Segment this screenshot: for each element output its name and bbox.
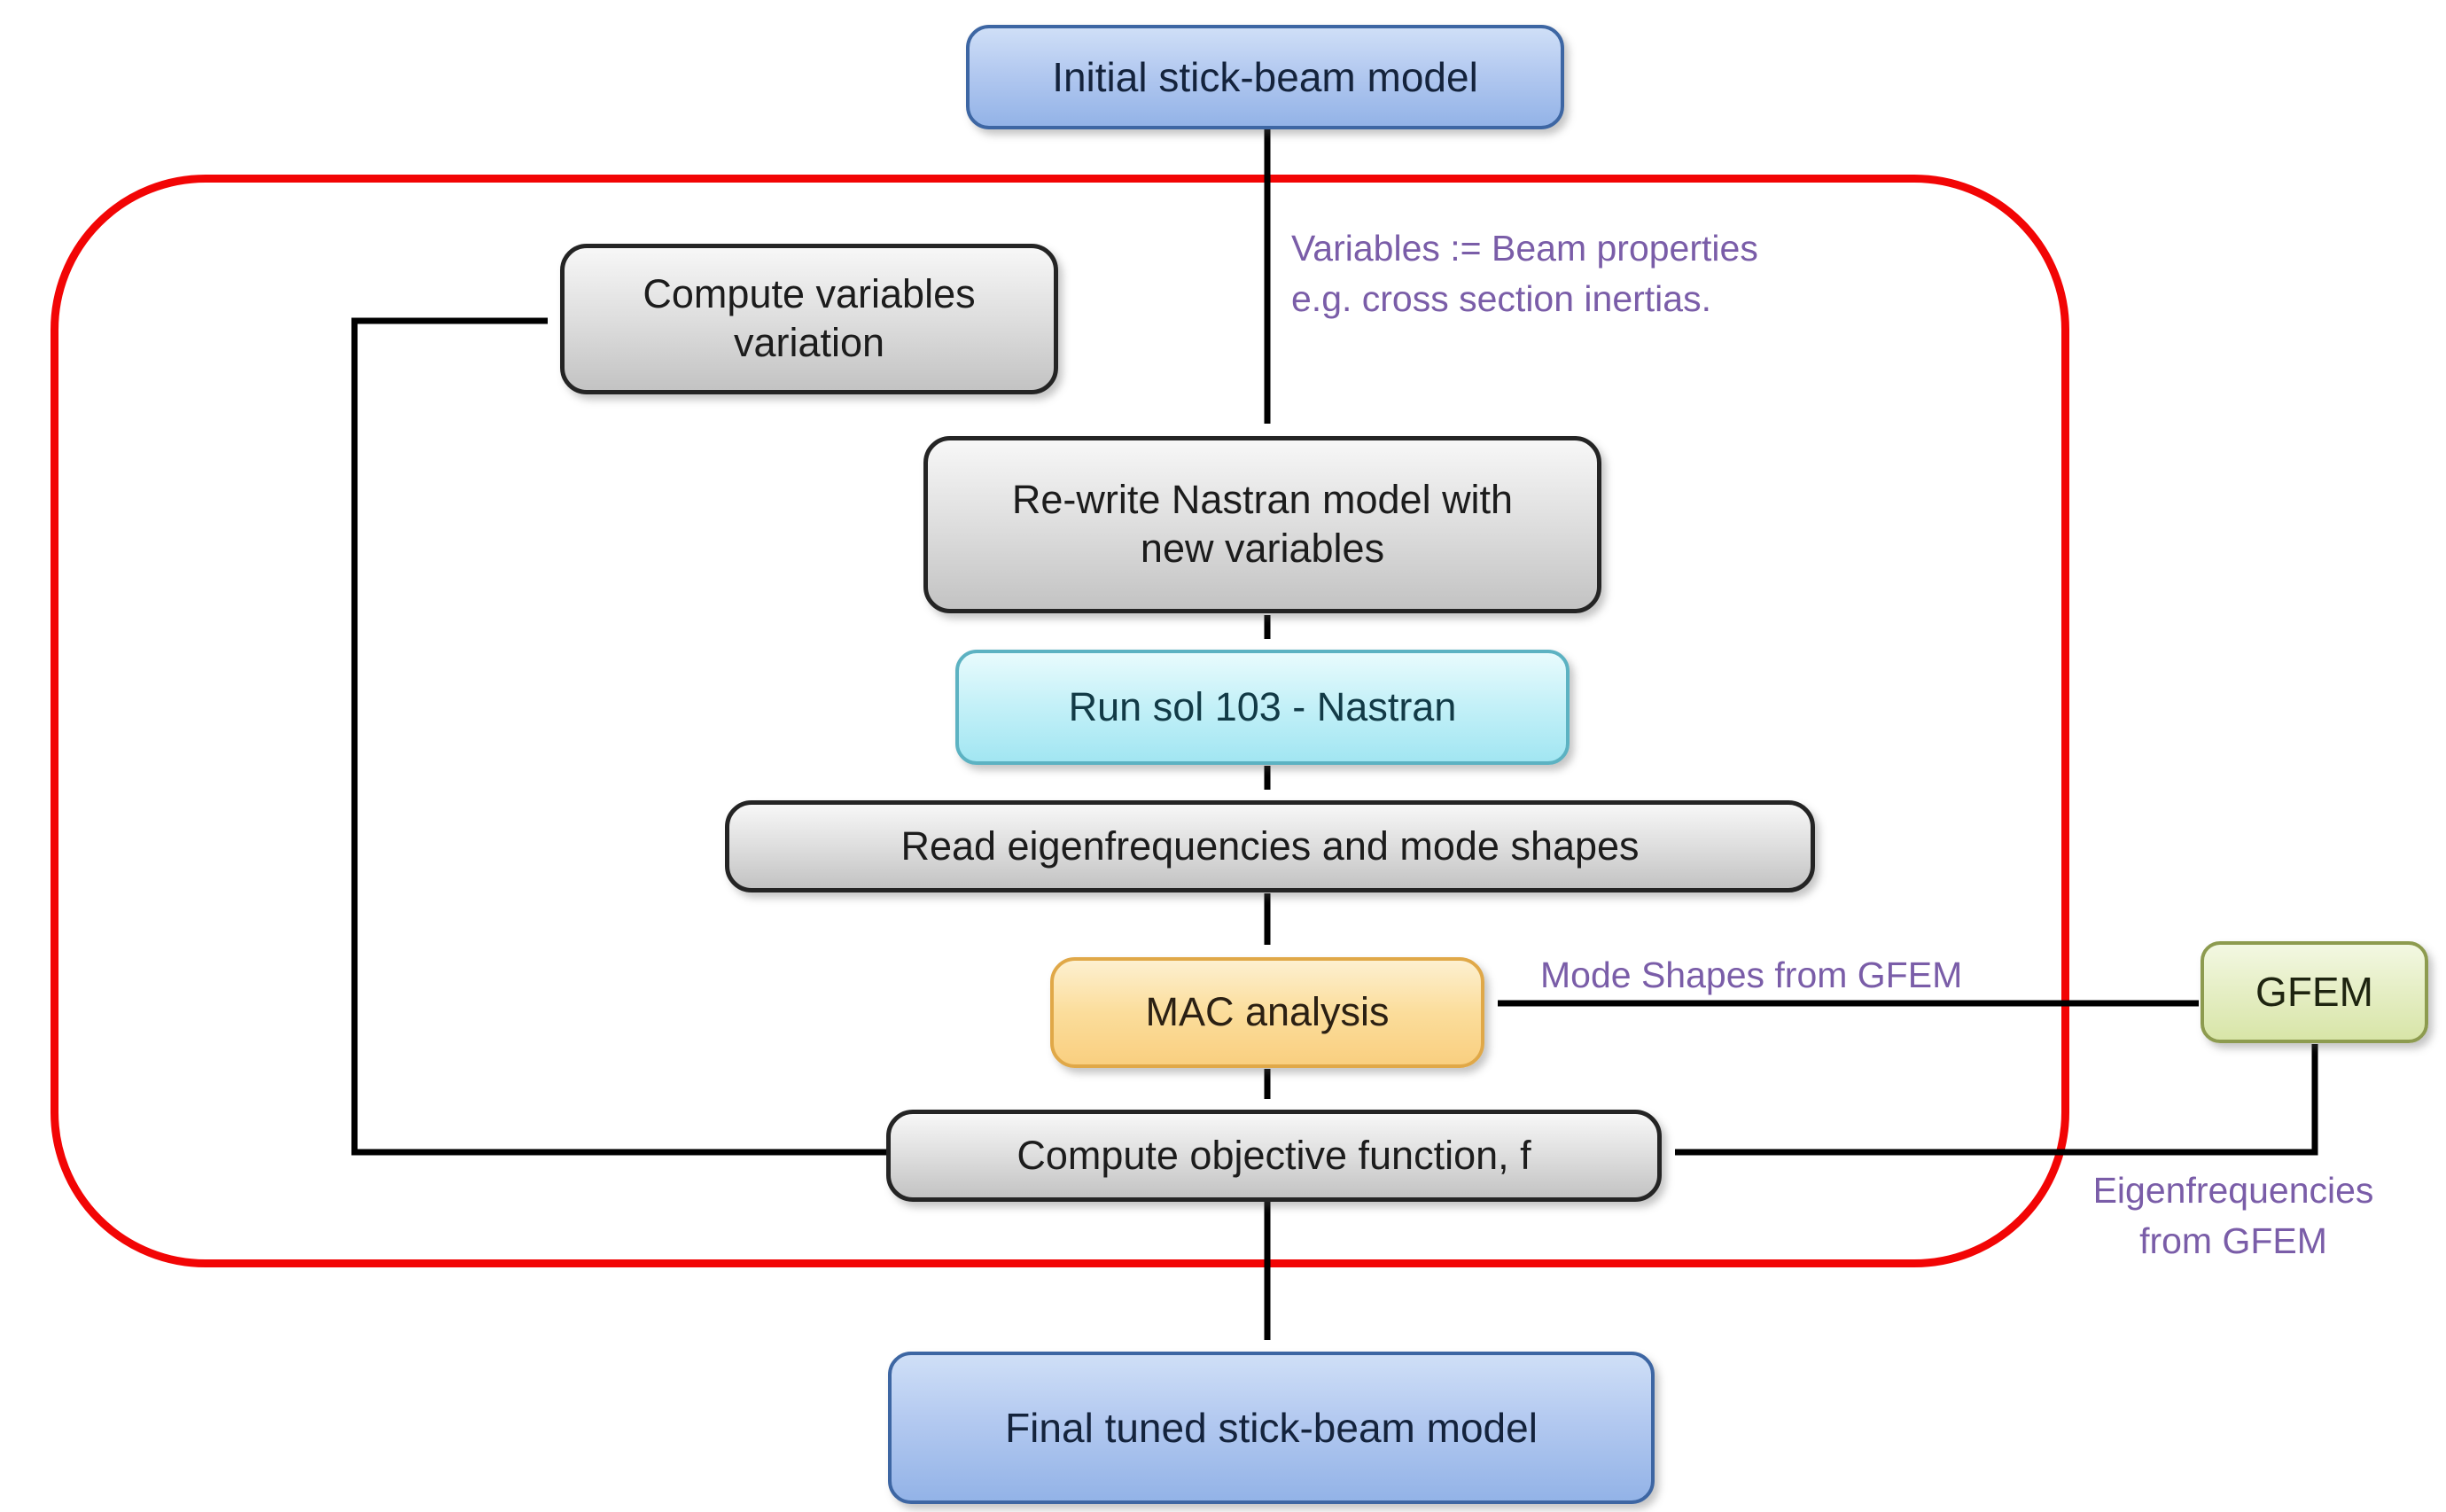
node-compute-objective-function: Compute objective function, f [886, 1110, 1662, 1202]
node-compute-variables-line1: Compute variables [643, 271, 976, 317]
node-rewrite-line2: new variables [1140, 526, 1385, 571]
node-gfem: GFEM [2201, 941, 2428, 1043]
node-final-label: Final tuned stick-beam model [1005, 1404, 1538, 1451]
annotation-eigenfrequencies-note: Eigenfrequencies from GFEM [2083, 1165, 2384, 1266]
annotation-variables-line1: Variables := Beam properties [1291, 228, 1758, 269]
node-mac-analysis: MAC analysis [1050, 957, 1484, 1068]
node-rewrite-line1: Re-write Nastran model with [1011, 477, 1514, 523]
node-initial-label: Initial stick-beam model [1052, 53, 1478, 100]
node-objective-label: Compute objective function, f [1017, 1132, 1531, 1178]
annotation-eigenfrequencies-line2: from GFEM [2139, 1220, 2327, 1261]
node-mac-label: MAC analysis [1145, 989, 1390, 1035]
optimization-loop-border [51, 175, 2069, 1267]
annotation-mode-shapes-text: Mode Shapes from GFEM [1540, 955, 1963, 995]
annotation-mode-shapes-note: Mode Shapes from GFEM [1540, 950, 2072, 1001]
node-compute-variables-line2: variation [733, 320, 885, 365]
node-rewrite-nastran-model: Re-write Nastran model with new variable… [923, 436, 1601, 613]
node-run-sol-label: Run sol 103 - Nastran [1068, 683, 1457, 729]
node-gfem-label: GFEM [2255, 969, 2373, 1016]
node-read-eigenfrequencies: Read eigenfrequencies and mode shapes [725, 800, 1815, 892]
annotation-eigenfrequencies-line1: Eigenfrequencies [2092, 1170, 2374, 1211]
annotation-variables-note: Variables := Beam properties e.g. cross … [1291, 223, 1929, 323]
node-compute-variables-variation: Compute variables variation [560, 244, 1058, 394]
node-run-sol-103-nastran: Run sol 103 - Nastran [955, 650, 1570, 765]
annotation-variables-line2: e.g. cross section inertias. [1291, 277, 1711, 319]
node-initial-stick-beam-model: Initial stick-beam model [966, 25, 1564, 129]
node-final-tuned-stick-beam-model: Final tuned stick-beam model [888, 1352, 1655, 1504]
node-read-eigen-label: Read eigenfrequencies and mode shapes [900, 822, 1640, 869]
